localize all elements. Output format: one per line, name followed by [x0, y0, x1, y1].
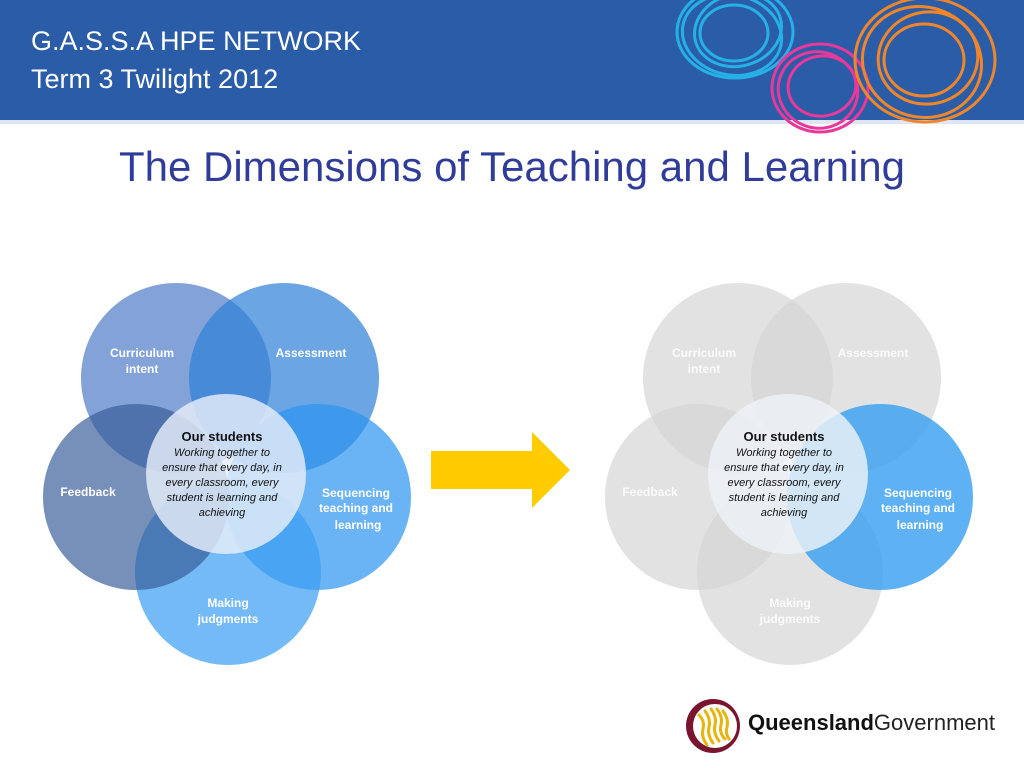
- header-bar: [0, 0, 1024, 120]
- right-center-title: Our students: [744, 429, 825, 444]
- right-center-line-1: Working together to: [736, 447, 832, 459]
- right-label-curriculum-2: intent: [688, 362, 721, 376]
- left-center-line-1: Working together to: [174, 447, 270, 459]
- right-center-line-4: student is learning and: [729, 492, 841, 504]
- left-center-title: Our students: [182, 429, 263, 444]
- right-center-line-3: every classroom, every: [727, 477, 842, 489]
- slide-title: The Dimensions of Teaching and Learning: [118, 143, 906, 190]
- right-label-sequencing-3: learning: [897, 518, 944, 532]
- right-label-sequencing-2: teaching and: [881, 501, 955, 515]
- right-label-assessment: Assessment: [838, 346, 909, 360]
- left-label-curriculum-2: intent: [126, 362, 159, 376]
- right-label-feedback: Feedback: [622, 485, 678, 499]
- left-label-judgments-2: judgments: [197, 612, 259, 626]
- left-label-assessment: Assessment: [276, 346, 347, 360]
- left-label-sequencing-2: teaching and: [319, 501, 393, 515]
- decorative-scribbles: [675, 0, 997, 134]
- right-center-circle: [708, 394, 868, 554]
- right-label-curriculum-1: Curriculum: [672, 346, 736, 360]
- right-label-judgments-2: judgments: [759, 612, 821, 626]
- left-center-line-2: ensure that every day, in: [162, 462, 282, 474]
- right-center-line-5: achieving: [761, 507, 808, 519]
- right-arrow-icon: [431, 432, 570, 508]
- left-label-sequencing-3: learning: [335, 518, 382, 532]
- header-divider: [0, 120, 1024, 124]
- right-label-sequencing-1: Sequencing: [884, 486, 952, 500]
- right-diagram: Curriculum intent Assessment Making judg…: [605, 283, 973, 665]
- left-center-line-5: achieving: [199, 507, 246, 519]
- header-line-2: Term 3 Twilight 2012: [31, 64, 279, 94]
- left-label-feedback: Feedback: [60, 485, 116, 499]
- queensland-crest-icon: [686, 699, 740, 753]
- left-diagram: Curriculum intent Assessment Sequencing …: [43, 283, 411, 665]
- left-label-curriculum-1: Curriculum: [110, 346, 174, 360]
- left-center-circle: [146, 394, 306, 554]
- left-center-line-3: every classroom, every: [165, 477, 280, 489]
- left-label-sequencing-1: Sequencing: [322, 486, 390, 500]
- header-text: G.A.S.S.A HPE NETWORK Term 3 Twilight 20…: [31, 22, 361, 98]
- right-label-judgments-1: Making: [769, 596, 810, 610]
- logo-wordmark: QueenslandGovernment: [748, 710, 995, 736]
- right-center-line-2: ensure that every day, in: [724, 462, 844, 474]
- logo-word-queensland: Queensland: [748, 710, 874, 735]
- left-center-line-4: student is learning and: [167, 492, 279, 504]
- header-line-1: G.A.S.S.A HPE NETWORK: [31, 26, 362, 56]
- logo-word-government: Government: [873, 710, 995, 735]
- left-label-judgments-1: Making: [207, 596, 248, 610]
